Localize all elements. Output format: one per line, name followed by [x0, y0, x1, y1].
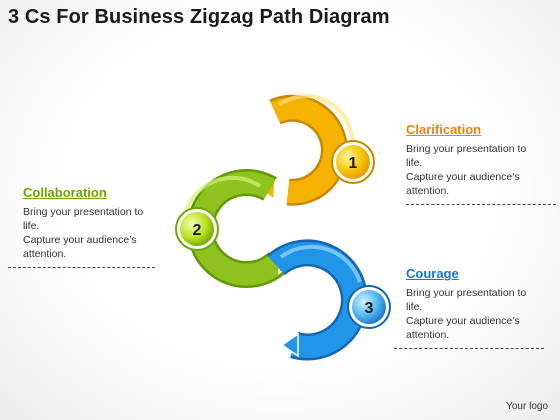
- node-2: 2: [175, 207, 219, 251]
- collaboration-text-line: Capture your audience’s: [23, 234, 137, 246]
- collaboration-text-line: life.: [23, 220, 40, 232]
- clarification-text-line: life.: [406, 157, 423, 169]
- blue-arrow-icon: [280, 332, 299, 358]
- clarification-text-line: attention.: [406, 185, 450, 197]
- collaboration-heading: Collaboration: [23, 185, 107, 200]
- courage-block: Courage Bring your presentation to life.…: [394, 266, 556, 349]
- courage-text-line: Capture your audience’s: [406, 315, 520, 327]
- blue-arc: [266, 239, 368, 361]
- clarification-block: Clarification Bring your presentation to…: [406, 122, 556, 205]
- clarification-text-line: Capture your audience’s: [406, 171, 520, 183]
- courage-text-line: Bring your presentation to: [406, 287, 527, 299]
- node-1: 1: [331, 140, 375, 184]
- collaboration-text-line: attention.: [23, 248, 67, 260]
- logo-text: Your logo: [506, 401, 548, 412]
- collaboration-divider: [8, 267, 155, 268]
- courage-text-line: attention.: [406, 329, 450, 341]
- courage-text-line: life.: [406, 301, 423, 313]
- node-1-label: 1: [349, 155, 358, 172]
- node-3-label: 3: [365, 300, 374, 317]
- page-title: 3 Cs For Business Zigzag Path Diagram: [8, 6, 390, 28]
- courage-divider: [394, 348, 544, 349]
- clarification-text-line: Bring your presentation to: [406, 143, 527, 155]
- clarification-heading: Clarification: [406, 122, 482, 137]
- node-2-label: 2: [193, 222, 202, 239]
- node-3: 3: [347, 285, 391, 329]
- collaboration-text-line: Bring your presentation to: [23, 206, 144, 218]
- courage-heading: Courage: [406, 266, 459, 281]
- collaboration-block: Collaboration Bring your presentation to…: [8, 185, 155, 268]
- clarification-divider: [406, 204, 556, 205]
